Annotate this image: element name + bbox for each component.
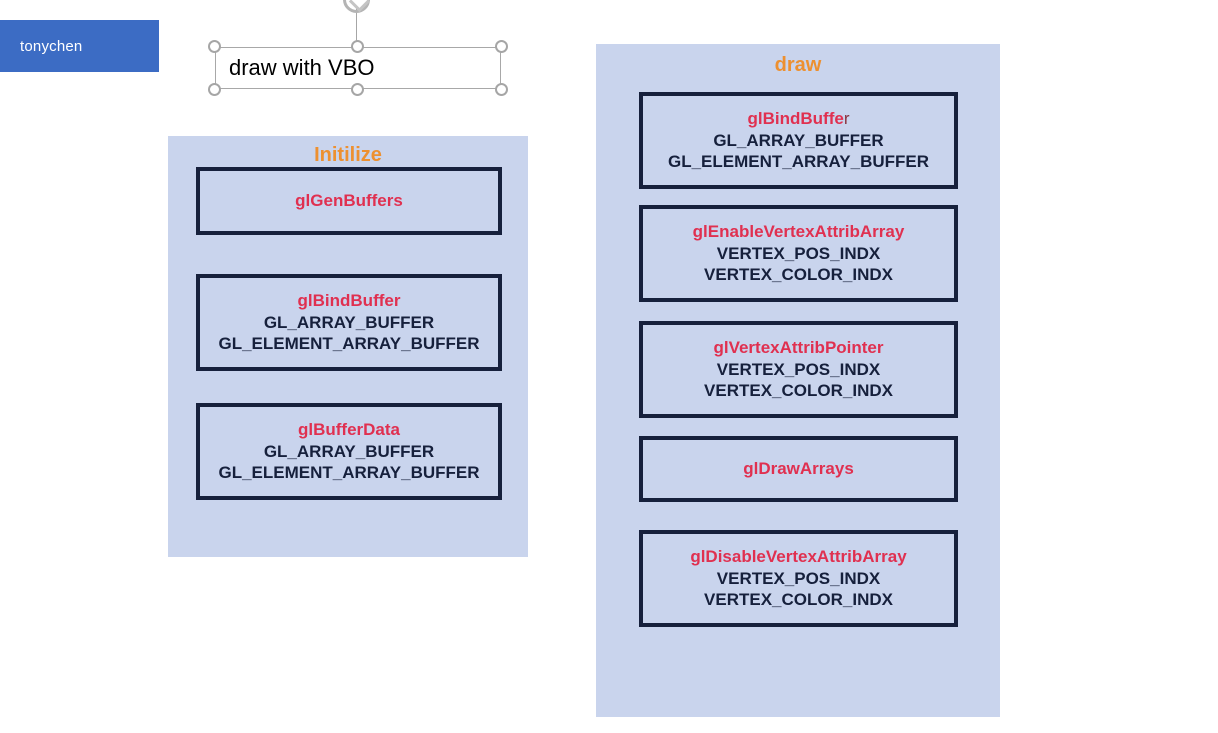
panel-initilize-title: Initilize [314,144,382,166]
step-box-glbindbuffer[interactable]: glBindBuffer GL_ARRAY_BUFFER GL_ELEMENT_… [639,92,958,189]
step-argument: VERTEX_COLOR_INDX [704,265,893,285]
resize-handle-bottom-right[interactable] [495,83,508,96]
step-box-gldrawarrays[interactable]: glDrawArrays [639,436,958,502]
watermark-username: tonychen [20,37,83,55]
watermark-badge: tonychen [0,20,159,72]
step-box-glgenbuffers[interactable]: glGenBuffers [196,167,502,235]
step-box-glvertexattribpointer[interactable]: glVertexAttribPointer VERTEX_POS_INDX VE… [639,321,958,418]
step-box-glbufferdata[interactable]: glBufferData GL_ARRAY_BUFFER GL_ELEMENT_… [196,403,502,500]
step-argument: GL_ARRAY_BUFFER [263,441,435,461]
step-box-glbindbuffer[interactable]: glBindBuffer GL_ARRAY_BUFFER GL_ELEMENT_… [196,274,502,371]
step-argument: VERTEX_COLOR_INDX [704,381,893,401]
step-box-gldisablevertexattribarray[interactable]: glDisableVertexAttribArray VERTEX_POS_IN… [639,530,958,627]
step-function-name: glVertexAttribPointer [713,337,884,357]
step-argument: GL_ARRAY_BUFFER [713,130,884,150]
panel-draw-title: draw [774,54,822,76]
panel-initilize[interactable]: Initilize glGenBuffers glBindBuffer GL_A… [168,136,528,557]
step-argument: VERTEX_POS_INDX [716,359,881,379]
step-argument: GL_ARRAY_BUFFER [263,312,435,332]
resize-handle-bottom-left[interactable] [208,83,221,96]
step-box-glenablevertexattribarray[interactable]: glEnableVertexAttribArray VERTEX_POS_IND… [639,205,958,302]
step-argument: VERTEX_POS_INDX [716,243,881,263]
step-function-name: glBindBuffer [297,290,401,310]
step-function-name: glBufferData [297,419,400,439]
step-function-name: glEnableVertexAttribArray [692,221,905,241]
step-function-name: glDrawArrays [743,459,854,479]
rotation-handle-stem [356,8,357,48]
step-argument: GL_ELEMENT_ARRAY_BUFFER [218,463,480,483]
step-argument: GL_ELEMENT_ARRAY_BUFFER [218,334,480,354]
slide-title-text: draw with VBO [229,55,375,80]
resize-handle-bottom-middle[interactable] [351,83,364,96]
step-argument: GL_ELEMENT_ARRAY_BUFFER [667,152,930,172]
step-argument: VERTEX_POS_INDX [716,568,881,588]
resize-handle-top-left[interactable] [208,40,221,53]
slide-title-textbox[interactable]: draw with VBO [208,40,508,96]
rotate-icon[interactable] [343,0,370,13]
resize-handle-top-middle[interactable] [351,40,364,53]
step-function-name: glGenBuffers [295,191,403,211]
panel-draw[interactable]: draw glBindBuffer GL_ARRAY_BUFFER GL_ELE… [596,44,1000,717]
step-function-name: glDisableVertexAttribArray [690,546,907,566]
step-function-name: glBindBuffer [747,108,850,128]
resize-handle-top-right[interactable] [495,40,508,53]
step-argument: VERTEX_COLOR_INDX [704,590,893,610]
